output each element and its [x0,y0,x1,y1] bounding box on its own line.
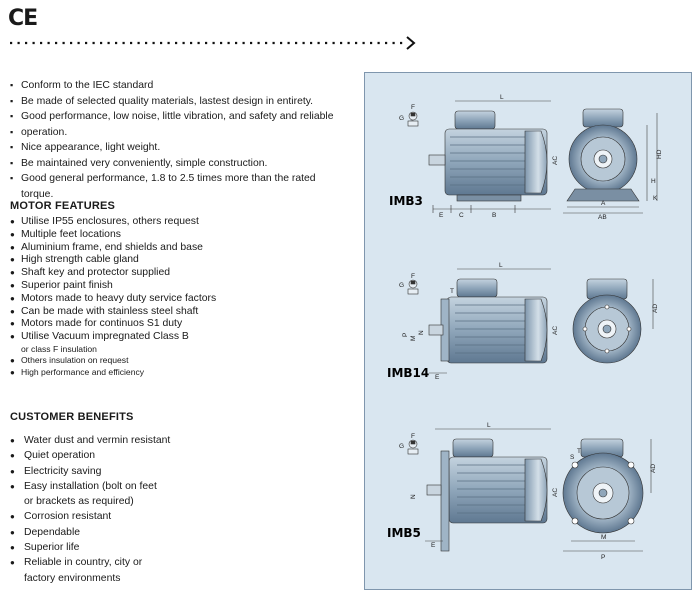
feature-item: Motors made to heavy duty service factor… [10,293,350,306]
dotted-arrow-divider [8,36,416,50]
svg-text:S: S [570,454,575,461]
benefit-item: Quiet operation [10,448,350,464]
svg-text:AC: AC [552,488,559,497]
feature-item: Others insulation on request [10,355,350,367]
svg-text:L: L [500,94,504,101]
svg-text:F: F [411,273,415,280]
imb5-front-view [562,438,652,552]
feature-item: Shaft key and protector supplied [10,267,350,280]
svg-text:C: C [459,212,464,219]
motor-diagrams-panel: L FGD ECB AC IMB3 AAB H HD K [364,72,692,590]
svg-text:F: F [411,104,415,111]
svg-text:AB: AB [598,214,607,221]
intro-item: Nice appearance, light weight. [10,140,350,156]
svg-text:G: G [399,282,404,289]
feature-item-continued: or class F insulation [21,343,97,354]
svg-text:E: E [435,374,440,381]
imb14-label: IMB14 [387,366,429,380]
svg-text:P: P [402,333,409,337]
svg-text:AC: AC [552,156,559,165]
svg-text:H: H [651,178,656,185]
svg-text:E: E [431,542,436,549]
intro-item: Conform to the IEC standard [10,78,350,94]
ce-logo: CE [8,6,38,31]
imb5-label: IMB5 [387,526,421,540]
svg-text:L: L [499,262,503,269]
svg-text:F: F [411,433,415,440]
imb3-shaft-detail-icon [407,111,419,127]
benefit-item: Superior life [10,540,350,556]
svg-text:M: M [601,534,606,541]
intro-item-continued: operation. [10,125,350,141]
benefit-item: Easy installation (bolt on feet [10,479,350,495]
imb14-side-view [428,268,551,374]
imb14-front-view [572,278,654,364]
intro-item: Good general performance, 1.8 to 2.5 tim… [10,171,350,202]
benefit-item: Water dust and vermin resistant [10,433,350,449]
svg-text:AD: AD [652,304,659,313]
svg-text:AD: AD [650,464,657,473]
imb3-front-labels: A AB H HD K [598,149,663,221]
feature-item: Can be made with stainless steel shaft [10,306,350,319]
feature-item: Aluminium frame, end shields and base [10,242,350,255]
intro-item: Be maintained very conveniently, simple … [10,156,350,172]
svg-text:AC: AC [552,326,559,335]
benefit-item: Corrosion resistant [10,509,350,525]
imb5-shaft-detail-icon [407,439,419,455]
motor-features-list: Utilise IP55 enclosures, others request … [10,216,350,378]
feature-item: Utilise Vacuum impregnated Class B [10,331,350,344]
svg-text:M: M [410,336,417,341]
svg-text:HD: HD [656,149,663,159]
svg-text:T: T [577,448,581,455]
feature-item: Utilise IP55 enclosures, others request [10,216,350,229]
svg-text:B: B [492,212,496,219]
svg-text:K: K [653,195,658,202]
benefit-item: Dependable [10,525,350,541]
svg-text:T: T [450,288,454,295]
feature-item: Multiple feet locations [10,229,350,242]
feature-item: Motors made for continuos S1 duty [10,318,350,331]
benefit-item: Electricity saving [10,464,350,480]
svg-text:N: N [410,494,417,499]
svg-text:N: N [418,330,425,335]
svg-text:A: A [601,200,606,207]
svg-text:E: E [439,212,444,219]
benefit-item: Reliable in country, city or [10,555,350,571]
imb14-front-labels: AD [652,304,659,313]
imb3-side-view [428,100,551,213]
svg-text:G: G [399,115,404,122]
imb3-front-view [563,108,658,214]
svg-text:P: P [601,554,605,561]
customer-benefits-list: Water dust and vermin resistant Quiet op… [10,433,350,586]
intro-item: Good performance, low noise, little vibr… [10,109,350,125]
feature-item: High performance and efficiency [10,367,350,379]
motor-features-title: MOTOR FEATURES [10,200,116,212]
benefit-item-continued: factory environments [24,572,121,584]
imb14-shaft-detail-icon [407,279,419,295]
imb5-front-labels: ST M P AD [570,448,657,561]
feature-item: High strength cable gland [10,254,350,267]
svg-text:L: L [487,422,491,429]
benefit-item-continued: or brackets as required) [24,496,134,508]
intro-item: Be made of selected quality materials, l… [10,94,350,110]
imb3-label: IMB3 [389,194,423,208]
svg-text:G: G [399,443,404,450]
intro-list: Conform to the IEC standard Be made of s… [10,78,350,202]
customer-benefits-title: CUSTOMER BENEFITS [10,411,134,423]
imb5-side-view [425,428,551,552]
feature-item: Superior paint finish [10,280,350,293]
